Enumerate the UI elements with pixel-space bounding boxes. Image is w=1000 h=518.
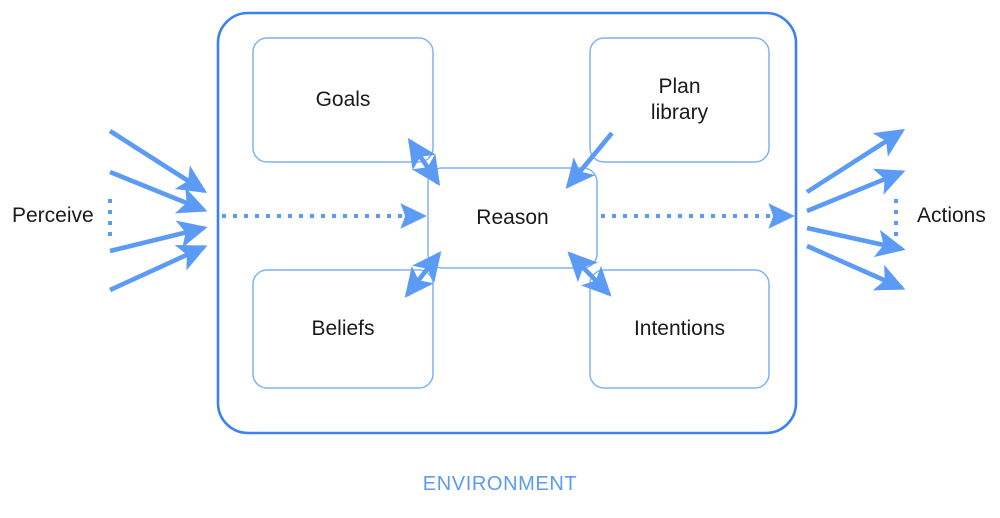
perceive-arrow-group bbox=[108, 129, 208, 293]
perceive-arrow-2 bbox=[109, 169, 208, 214]
goals-reason-arrow bbox=[407, 137, 441, 187]
perceive-label: Perceive bbox=[12, 204, 94, 227]
action-arrow-4 bbox=[806, 243, 906, 291]
environment-caption: ENVIRONMENT bbox=[422, 473, 578, 495]
goals-box[interactable] bbox=[252, 37, 434, 163]
environment-container bbox=[216, 11, 798, 435]
plan-library-box[interactable] bbox=[589, 37, 770, 163]
action-arrow-3 bbox=[806, 225, 906, 258]
action-arrow-group bbox=[805, 129, 906, 291]
reason-box[interactable] bbox=[427, 167, 598, 269]
perceive-arrow-1 bbox=[108, 129, 208, 193]
plan-library-reason-arrow bbox=[565, 131, 614, 189]
beliefs-box[interactable] bbox=[252, 269, 434, 389]
perceive-arrow-4 bbox=[109, 244, 208, 293]
action-arrow-2 bbox=[806, 168, 906, 214]
intentions-box[interactable] bbox=[589, 269, 770, 389]
action-arrow-1 bbox=[805, 129, 906, 194]
perceive-arrow-3 bbox=[109, 220, 208, 254]
reason-intentions-arrow bbox=[567, 251, 612, 297]
actions-label: Actions bbox=[917, 204, 986, 227]
beliefs-reason-arrow bbox=[404, 251, 442, 298]
